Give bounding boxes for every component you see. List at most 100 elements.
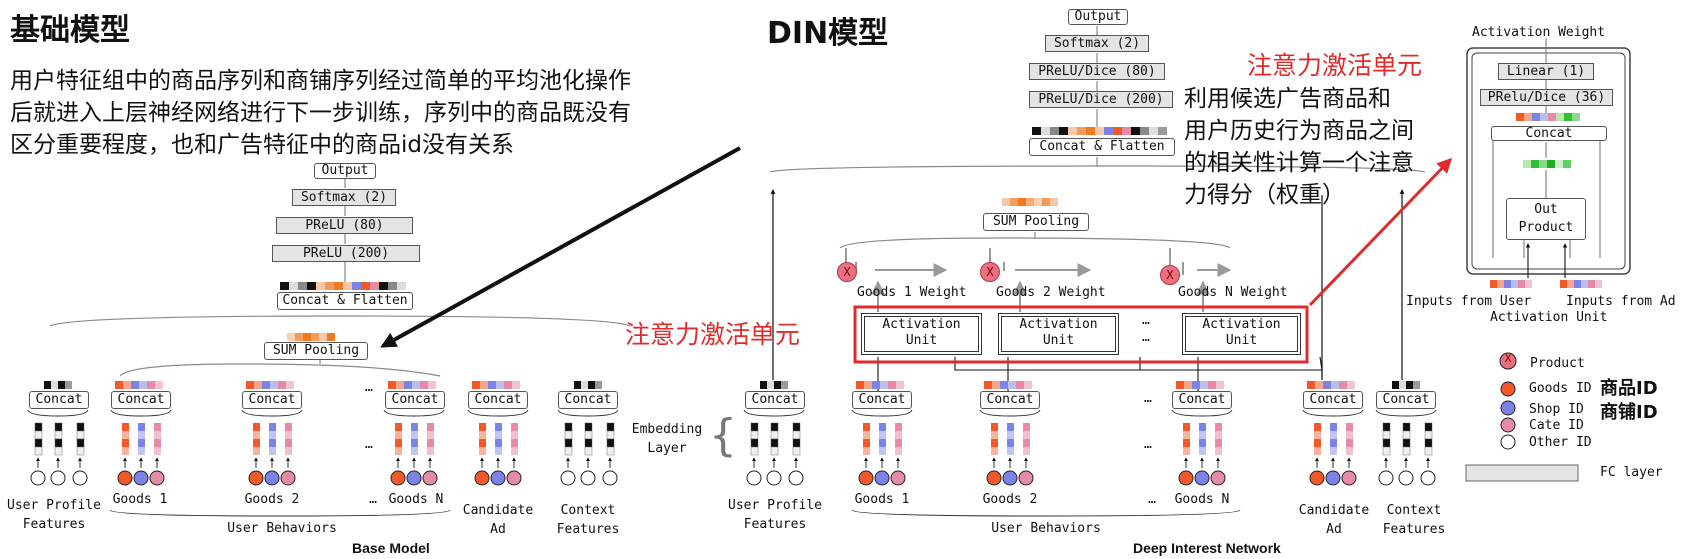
din-goods-1-goods-column [863,447,870,455]
base-goods-n-embedding-strip-cell [420,381,428,389]
legend-goods-dot [1500,381,1516,397]
base-goods-2-embedding-strip-cell [278,381,286,389]
din-pooling-strip-cell [1002,198,1010,206]
au-user-input-strip-cell [1518,280,1525,288]
din-candidate-ad-label: Candidate Ad [1298,503,1370,537]
din-heading: DIN模型 [767,16,889,51]
din-context-other-id [1398,470,1414,486]
din-user-profile-brace [743,409,805,417]
din-goods-n-brace [1171,409,1233,417]
base-goods-1-goods-id [117,470,133,486]
din-candidate-ad-cate-column [1346,447,1353,455]
din-flatten-strip-cell [1122,127,1131,135]
base-goods-2-shop-column [269,447,276,455]
base-goods-2-embedding-strip-cell [286,381,294,389]
din-context-other-column [1424,438,1433,448]
base-goods-1-brace [110,409,172,417]
legend-cate-dot [1500,417,1516,433]
base-context-embedding-strip-cell [574,381,581,389]
din-candidate-ad-embedding-strip-cell [1307,381,1315,389]
base-context-other-column [564,422,573,432]
base-user-profile-embedding-strip-cell [65,381,72,389]
base-flatten-strip-cell [280,282,289,290]
din-concat-goods-1: Concat [852,391,912,409]
base-goods-n-shop-column [411,447,418,455]
din-user-profile-other-column [770,446,779,456]
din-flatten-strip-cell [1086,127,1095,135]
legend-shop-cn: 商铺ID [1600,402,1658,423]
activation-unit-frame-inner [1471,52,1626,270]
din-context-embedding-strip-cell [1392,381,1399,389]
base-goods-n-goods-column [395,423,402,431]
au-concat-strip-cell [1548,113,1556,121]
din-context-other-column [1402,446,1411,456]
base-goods-2-embedding-strip-cell [246,381,254,389]
legend-circles [1499,352,1517,450]
base-context-other-column [584,446,593,456]
au-ad-input-strip-cell [1588,280,1595,288]
din-user-profile-embedding-strip-cell [781,381,788,389]
din-goods-n-embedding-strip-cell [1200,381,1208,389]
base-context-label: Context Features [556,503,620,537]
au-outproduct-strip-cell [1555,160,1563,168]
au-caption: Activation Unit [1490,310,1608,325]
din-goods-n-cate-column [1215,447,1222,455]
au-concat-strip-cell [1516,113,1524,121]
din-softmax-box: Softmax (2) [1045,35,1149,52]
base-user-profile-other-column [54,446,63,456]
base-candidate-ad-label: Candidate Ad [462,503,534,537]
din-goods-2-goods-column [991,423,998,431]
din-goods-2-shop-column [1007,423,1014,431]
din-user-behaviors-label: User Behaviors [991,521,1101,536]
base-context-other-column [564,446,573,456]
au-ad-input-strip-cell [1581,280,1588,288]
din-ellipsis-bottom: … [1148,492,1156,507]
base-concat-goods-2: Concat [242,391,302,409]
base-goods-2-goods-column [253,423,260,431]
din-goods-2-shop-column [1007,447,1014,455]
base-concat-flatten-box: Concat & Flatten [277,292,413,310]
din-user-profile-embedding-strip-cell [774,381,781,389]
din-pooling-strip-cell [1034,198,1042,206]
din-pooling-strip-cell [1042,198,1050,206]
base-goods-1-shop-column [138,439,145,447]
base-candidate-ad-cate-column [511,431,518,439]
din-flatten-strip-cell [1113,127,1122,135]
au-user-input-strip-cell [1490,280,1497,288]
din-user-profile-label: User Profile Features [728,498,822,532]
din-goods-1-goods-column [863,423,870,431]
au-outproduct-strip-cell [1523,160,1531,168]
din-product-node-2: X [980,262,1000,282]
din-caption: Deep Interest Network [1133,540,1281,556]
din-goods-n-cate-column [1215,439,1222,447]
base-goods-2-cate-column [285,439,292,447]
base-context-other-id [560,470,576,486]
base-goods-n-embedding-strip-cell [428,381,436,389]
attention-desc-line-3: 的相关性计算一个注意 [1184,150,1414,176]
din-flatten-strip-cell [1095,127,1104,135]
au-outproduct-strip-cell [1531,160,1539,168]
din-goods-2-embedding-strip-cell [1000,381,1008,389]
din-weight-label-n: Goods N Weight [1178,285,1288,300]
din-product-node-1: X [837,262,857,282]
base-concat-candidate-ad: Concat [468,391,528,409]
base-softmax-box: Softmax (2) [292,189,396,206]
din-goods-n-shop-column [1199,423,1206,431]
din-context-other-column [1402,430,1411,440]
base-candidate-ad-embedding-strip-cell [472,381,480,389]
din-goods-2-shop-column [1007,439,1014,447]
din-concat-flatten-box: Concat & Flatten [1029,138,1175,156]
din-goods-n-label: Goods N [1174,492,1230,507]
au-outproduct-strip-cell [1539,160,1547,168]
base-prelu200-box: PReLU (200) [272,245,420,262]
din-output-box: Output [1068,9,1128,25]
base-goods-2-cate-column [285,447,292,455]
base-ellipsis-top: … [365,380,373,395]
din-goods-n-goods-column [1183,431,1190,439]
legend-fc-swatch [1465,464,1579,482]
din-goods-2-goods-id [986,470,1002,486]
base-user-profile-other-column [76,422,85,432]
din-concat-goods-n: Concat [1172,391,1232,409]
base-flatten-strip-cell [307,282,316,290]
